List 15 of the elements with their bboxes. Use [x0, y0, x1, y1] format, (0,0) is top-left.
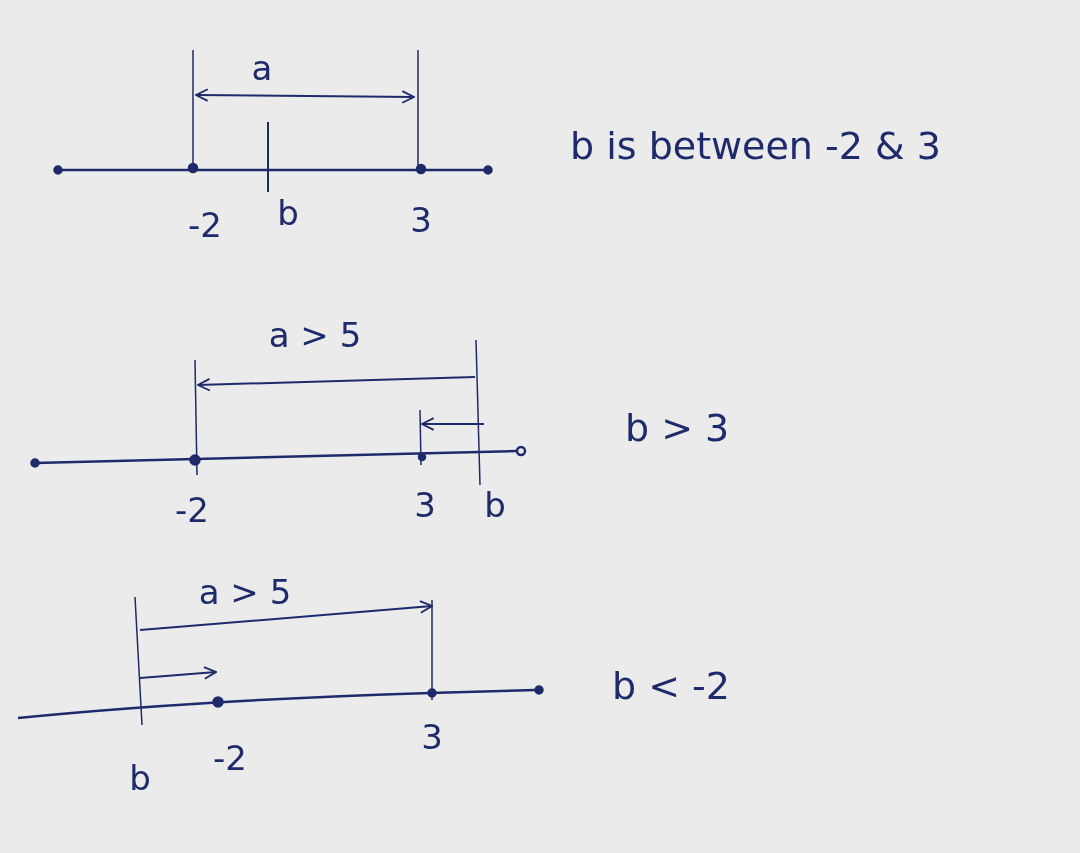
axis-label: a > 5	[268, 318, 362, 352]
axis-label: b	[277, 196, 299, 230]
note-text: b > 3	[625, 409, 730, 447]
axis-label: 3	[414, 488, 436, 522]
axis-label: b	[484, 488, 506, 522]
note-text: b is between -2 & 3	[570, 127, 941, 165]
axis-label: 3	[410, 203, 432, 237]
axis-label: 3	[421, 720, 443, 754]
axis-label: b	[129, 761, 151, 795]
axis-label: -2	[175, 493, 209, 527]
axis-label: a > 5	[198, 575, 292, 609]
axis-label: -2	[213, 741, 247, 775]
axis-label: a	[251, 51, 273, 85]
note-text: b < -2	[612, 667, 730, 705]
axis-label: -2	[188, 208, 222, 242]
